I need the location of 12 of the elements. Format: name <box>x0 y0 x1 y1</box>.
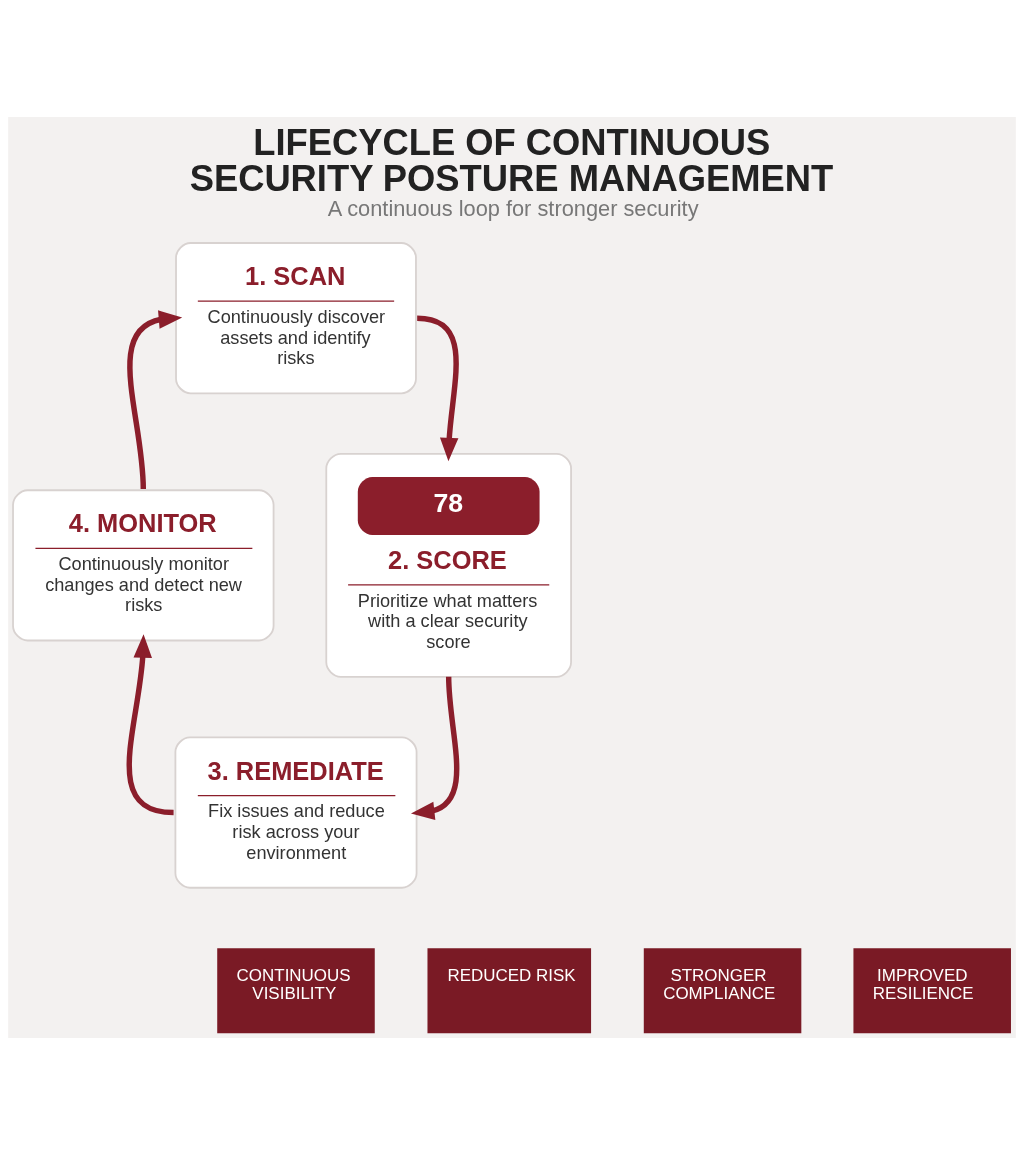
arrow <box>411 676 460 820</box>
node-box: 1. SCAN Continuously discover assets and identify risks <box>175 241 417 394</box>
arrow <box>126 633 174 815</box>
node-box: 4. MONITOR Continuously monitor changes and detect new risks <box>12 488 275 641</box>
label: REDUCED RISK <box>447 965 576 985</box>
arrow <box>127 309 183 489</box>
arrow <box>416 314 459 461</box>
label: IMPROVED RESILIENCE <box>872 965 974 1003</box>
label: CONTINUOUS VISIBILITY <box>236 965 351 1003</box>
node-box: 78 2. SCORE Prioritize what matters with a clear security score <box>325 452 572 678</box>
node-box: 3. REMEDIATE Fix issues and reduce risk across your environment <box>174 736 418 889</box>
label: STRONGER COMPLIANCE <box>663 965 776 1003</box>
